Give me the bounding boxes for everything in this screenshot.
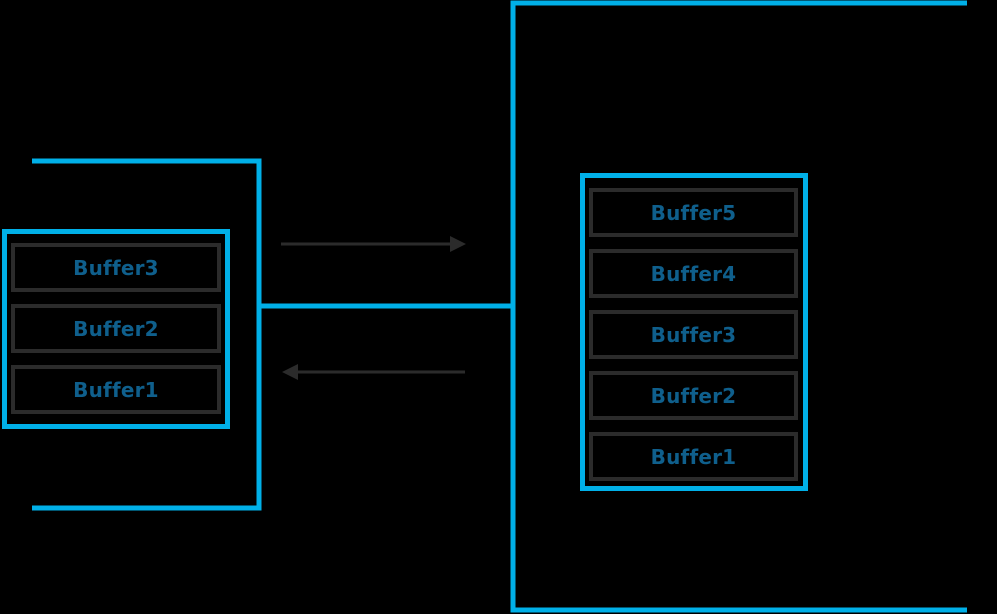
left-buffer-queue (2, 229, 230, 429)
buffer-label: Buffer3 (73, 255, 159, 280)
buffer-label: Buffer3 (650, 322, 737, 347)
buffer-label: Buffer2 (73, 316, 159, 341)
right-buffer-cell-4[interactable]: Buffer1 (589, 432, 798, 481)
left-buffer-cell-2[interactable]: Buffer1 (11, 365, 221, 414)
arrow-left (282, 364, 465, 380)
buffer-label: Buffer4 (650, 261, 737, 286)
arrow-right-head (450, 236, 466, 252)
buffer-label: Buffer2 (650, 383, 737, 408)
right-buffer-cell-3[interactable]: Buffer2 (589, 371, 798, 420)
buffer-label: Buffer1 (73, 377, 159, 402)
left-buffer-cell-0[interactable]: Buffer3 (11, 243, 221, 292)
arrow-left-head (282, 364, 298, 380)
buffer-label: Buffer1 (650, 444, 737, 469)
right-buffer-cell-1[interactable]: Buffer4 (589, 249, 798, 298)
right-buffer-queue (580, 173, 808, 491)
left-buffer-cell-1[interactable]: Buffer2 (11, 304, 221, 353)
arrow-right (281, 236, 466, 252)
right-buffer-cell-0[interactable]: Buffer5 (589, 188, 798, 237)
buffer-label: Buffer5 (650, 200, 737, 225)
right-buffer-cell-2[interactable]: Buffer3 (589, 310, 798, 359)
